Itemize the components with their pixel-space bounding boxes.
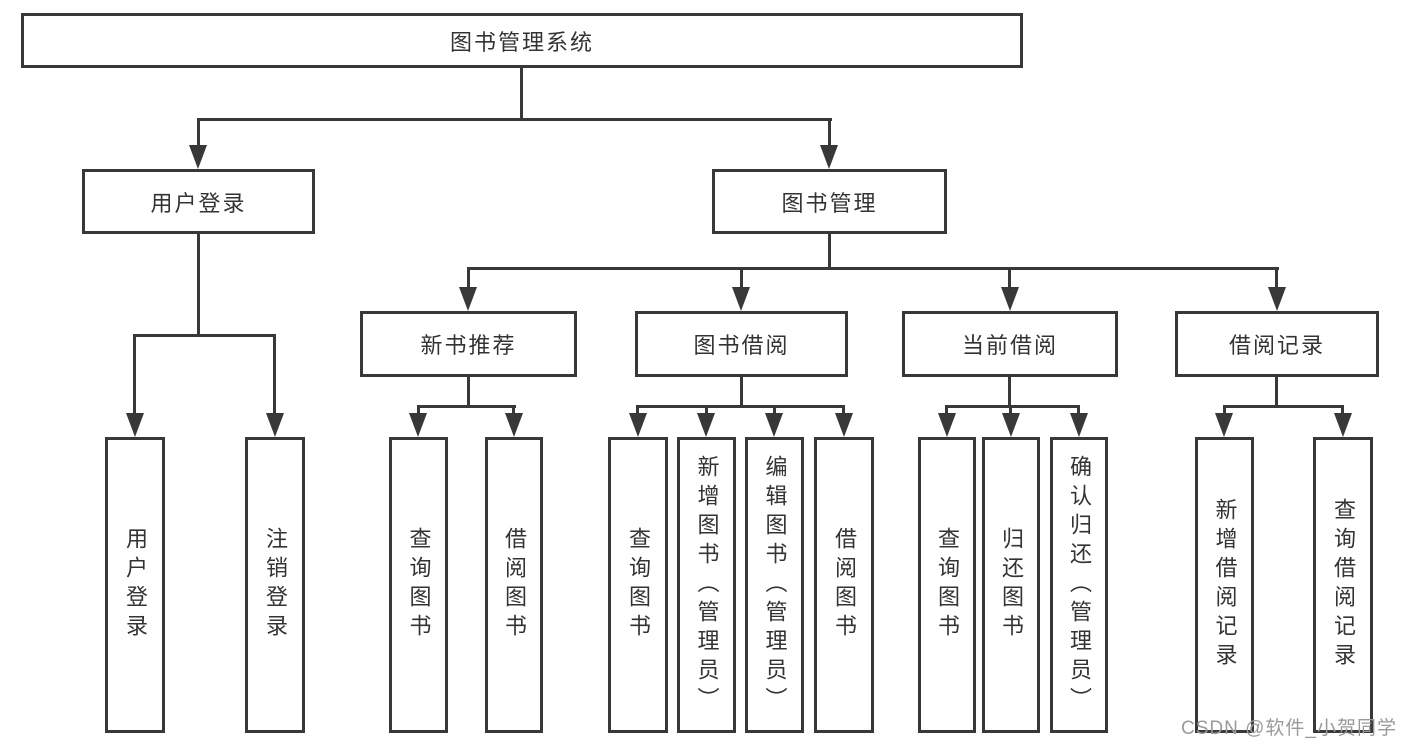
- node-leaf-confirm-return-admin: 确认归还（管理员）: [1050, 437, 1108, 733]
- arrowhead-down-icon: [765, 413, 783, 437]
- arrowhead-down-icon: [938, 413, 956, 437]
- connector-line: [417, 407, 420, 416]
- connector-line: [467, 377, 470, 408]
- node-label: 注销登录: [263, 527, 288, 643]
- arrowhead-down-icon: [505, 413, 523, 437]
- node-label: 编辑图书（管理员）: [762, 454, 788, 716]
- arrowhead-down-icon: [459, 287, 477, 311]
- node-label: 新增借阅记录: [1212, 498, 1238, 672]
- node-leaf-borrow-books-recommendation: 借阅图书: [485, 437, 543, 733]
- node-borrowing-records: 借阅记录: [1175, 311, 1379, 377]
- node-label: 查询借阅记录: [1331, 498, 1356, 672]
- node-label: 用户登录: [150, 190, 247, 216]
- node-leaf-borrow-books: 借阅图书: [814, 437, 874, 733]
- node-new-book-recommendation: 新书推荐: [360, 311, 577, 377]
- arrowhead-down-icon: [1334, 413, 1352, 437]
- node-leaf-add-book-admin: 新增图书（管理员）: [677, 437, 736, 733]
- connector-line: [1275, 377, 1278, 408]
- connector-line: [945, 407, 948, 416]
- node-leaf-edit-book-admin: 编辑图书（管理员）: [745, 437, 804, 733]
- arrowhead-down-icon: [1268, 287, 1286, 311]
- node-label: 查询图书: [935, 527, 960, 643]
- node-label: 借阅图书: [832, 527, 857, 643]
- node-label: 确认归还（管理员）: [1067, 454, 1092, 716]
- connector-line: [705, 407, 708, 416]
- node-leaf-user-login: 用户登录: [105, 437, 165, 733]
- node-label: 当前借阅: [961, 333, 1058, 358]
- node-label: 借阅图书: [502, 527, 527, 643]
- connector-line: [842, 407, 845, 416]
- arrowhead-down-icon: [126, 413, 144, 437]
- arrowhead-down-icon: [266, 413, 284, 437]
- connector-line: [1223, 405, 1344, 408]
- node-label: 借阅记录: [1228, 333, 1325, 358]
- arrowhead-down-icon: [697, 413, 715, 437]
- node-book-borrowing: 图书借阅: [635, 311, 848, 377]
- connector-line: [1009, 407, 1012, 416]
- node-label: 查询图书: [406, 527, 432, 643]
- connector-line: [467, 267, 1279, 270]
- node-label: 图书管理: [781, 190, 878, 216]
- node-label: 归还图书: [999, 527, 1024, 643]
- connector-line: [945, 405, 1080, 408]
- node-leaf-query-borrow-record: 查询借阅记录: [1313, 437, 1373, 733]
- node-leaf-query-books-current: 查询图书: [918, 437, 976, 733]
- connector-line: [636, 407, 639, 416]
- node-leaf-add-borrow-record: 新增借阅记录: [1195, 437, 1254, 733]
- connector-line: [740, 377, 743, 408]
- connector-line: [1008, 269, 1011, 289]
- connector-line: [197, 120, 200, 148]
- node-leaf-query-books-borrowing: 查询图书: [608, 437, 668, 733]
- connector-line: [197, 234, 200, 337]
- connector-line: [773, 407, 776, 416]
- arrowhead-down-icon: [629, 413, 647, 437]
- arrowhead-down-icon: [1070, 413, 1088, 437]
- node-book-management: 图书管理: [712, 169, 947, 234]
- node-leaf-return-books: 归还图书: [982, 437, 1040, 733]
- node-label: 用户登录: [123, 527, 148, 643]
- arrowhead-down-icon: [732, 287, 750, 311]
- connector-line: [1077, 407, 1080, 416]
- node-label: 新增图书（管理员）: [694, 454, 720, 716]
- connector-line: [512, 407, 515, 416]
- node-leaf-logout: 注销登录: [245, 437, 305, 733]
- arrowhead-down-icon: [820, 145, 838, 169]
- node-label: 图书管理系统: [449, 29, 594, 55]
- node-label: 图书借阅: [693, 333, 790, 358]
- node-label: 新书推荐: [420, 333, 517, 358]
- connector-line: [1341, 407, 1344, 416]
- connector-line: [828, 120, 831, 148]
- node-current-borrowing: 当前借阅: [902, 311, 1118, 377]
- connector-line: [636, 405, 845, 408]
- arrowhead-down-icon: [1002, 413, 1020, 437]
- connector-line: [417, 405, 516, 408]
- connector-line: [133, 336, 136, 415]
- connector-line: [1008, 377, 1011, 408]
- connector-line: [273, 336, 276, 415]
- csdn-watermark: CSDN @软件_小贺同学: [1181, 718, 1397, 739]
- connector-line: [740, 269, 743, 289]
- arrowhead-down-icon: [409, 413, 427, 437]
- arrowhead-down-icon: [1001, 287, 1019, 311]
- arrowhead-down-icon: [835, 413, 853, 437]
- node-label: 查询图书: [626, 527, 651, 643]
- connector-line: [828, 234, 831, 270]
- connector-line: [1275, 269, 1278, 289]
- node-leaf-query-books-recommendation: 查询图书: [389, 437, 448, 733]
- connector-line: [467, 269, 470, 289]
- node-user-login: 用户登录: [82, 169, 315, 234]
- connector-line: [133, 334, 276, 337]
- connector-line: [1223, 407, 1226, 416]
- node-library-management-system: 图书管理系统: [21, 13, 1023, 68]
- connector-line: [197, 118, 832, 121]
- arrowhead-down-icon: [1215, 413, 1233, 437]
- connector-line: [520, 68, 523, 120]
- arrowhead-down-icon: [189, 145, 207, 169]
